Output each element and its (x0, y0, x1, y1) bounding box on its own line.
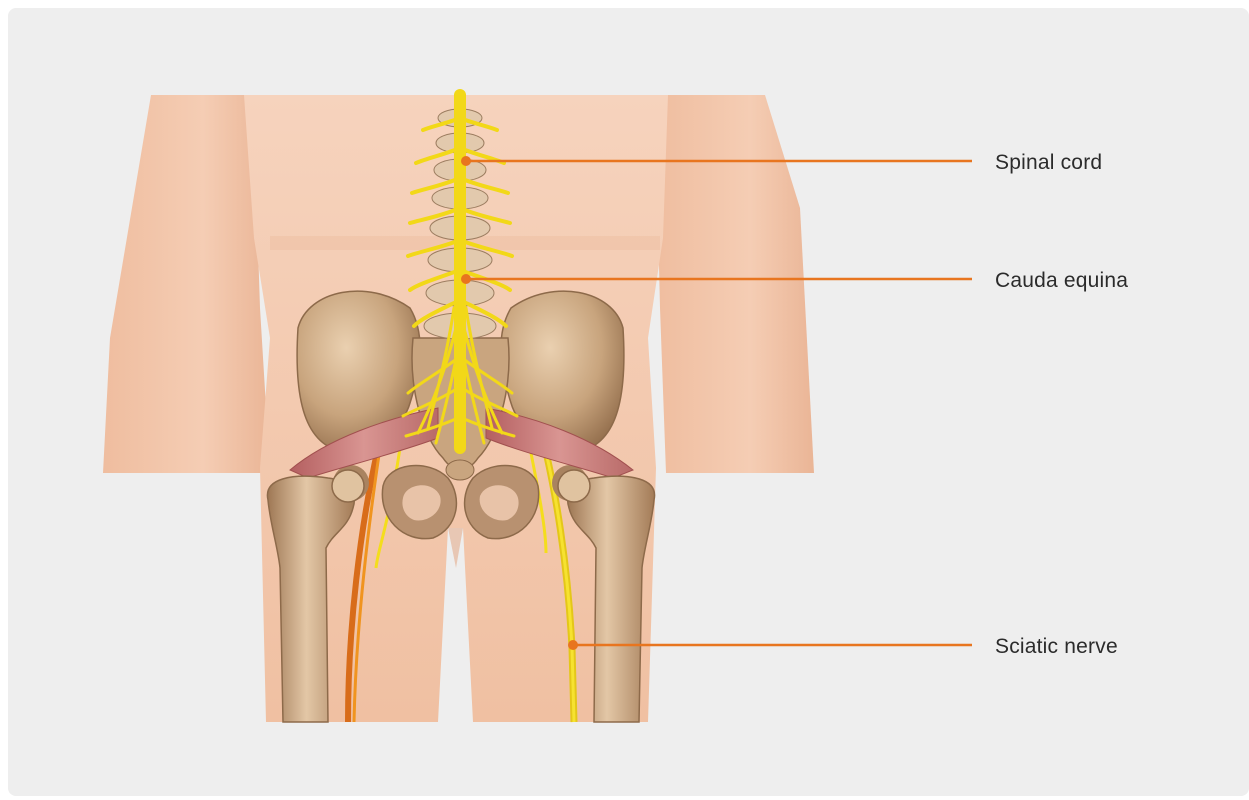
label-spinal-cord: Spinal cord (995, 152, 1102, 173)
leader-dot-cauda-equina (461, 274, 471, 284)
label-cauda-equina: Cauda equina (995, 270, 1128, 291)
leader-dot-sciatic-nerve (568, 640, 578, 650)
anatomy-illustration (8, 8, 1249, 796)
diagram-canvas: Spinal cord Cauda equina Sciatic nerve (8, 8, 1249, 796)
leader-dot-spinal-cord (461, 156, 471, 166)
label-sciatic-nerve: Sciatic nerve (995, 636, 1118, 657)
